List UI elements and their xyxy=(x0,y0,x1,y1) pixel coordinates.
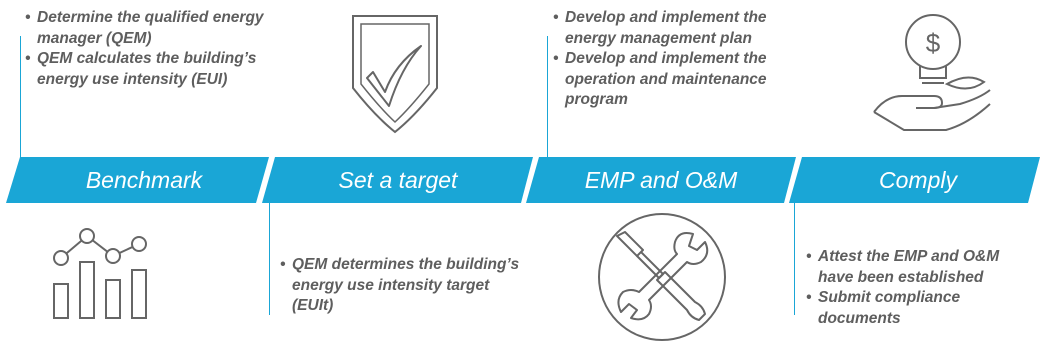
list-item: Develop and implement the energy managem… xyxy=(553,8,793,49)
step-label-emp-om: EMP and O&M xyxy=(584,167,738,193)
wrench-screwdriver-icon xyxy=(598,213,726,341)
set-target-bullets: QEM determines the building’s energy use… xyxy=(280,255,530,317)
list-item: QEM determines the building’s energy use… xyxy=(280,255,530,317)
banner-segment-comply xyxy=(789,157,1040,203)
list-item: Attest the EMP and O&M have been establi… xyxy=(806,247,1036,288)
step-label-benchmark: Benchmark xyxy=(85,167,203,193)
banner-segment-set-target xyxy=(262,157,533,203)
comply-bullets: Attest the EMP and O&M have been establi… xyxy=(806,247,1036,329)
step-label-set-target: Set a target xyxy=(338,167,458,193)
bar-chart-trend-icon xyxy=(53,228,147,319)
connector-line-set-target xyxy=(269,203,270,315)
connector-line-benchmark xyxy=(20,36,21,157)
list-item: QEM calculates the building’s energy use… xyxy=(25,49,265,90)
banner-segment-emp-om xyxy=(526,157,796,203)
shield-check-icon xyxy=(352,15,438,134)
connector-line-comply xyxy=(794,203,795,315)
emp-om-bullets: Develop and implement the energy managem… xyxy=(553,8,793,111)
step-label-comply: Comply xyxy=(879,167,957,193)
connector-line-emp-om xyxy=(547,36,548,157)
hand-dollar-bulb-icon: $ xyxy=(873,14,991,131)
benchmark-bullets: Determine the qualified energy manager (… xyxy=(25,8,265,90)
banner-segment-benchmark xyxy=(6,157,269,203)
list-item: Submit compliance documents xyxy=(806,288,1036,329)
list-item: Develop and implement the operation and … xyxy=(553,49,793,111)
svg-text:$: $ xyxy=(926,28,941,58)
list-item: Determine the qualified energy manager (… xyxy=(25,8,265,49)
